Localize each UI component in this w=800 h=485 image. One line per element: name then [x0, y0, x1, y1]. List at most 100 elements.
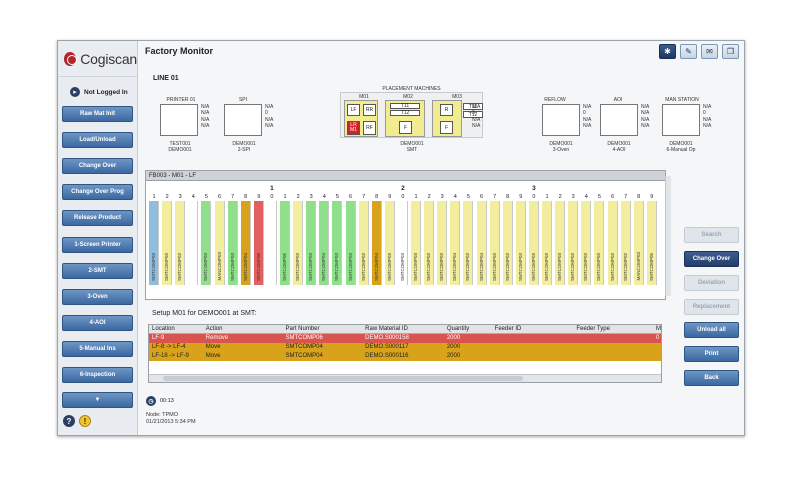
feeder-slot[interactable]: SMTCOMP03: [345, 201, 356, 285]
feeder-slot[interactable]: SMTCOMP03: [332, 201, 343, 285]
slot-number: 4: [322, 194, 326, 200]
feeder-slot[interactable]: SMTCOMP03: [568, 201, 579, 285]
feeder-slot[interactable]: SMTCOMP03: [411, 201, 421, 285]
feeder-slot[interactable]: SMTCOMP03: [175, 201, 186, 285]
col-location[interactable]: Location: [152, 326, 175, 332]
m03-machine[interactable]: R F: [432, 100, 462, 137]
feeder-slot[interactable]: [188, 201, 199, 285]
feeder-slot[interactable]: SMTCOMP04: [371, 201, 382, 285]
sidebar-item-release-product[interactable]: Release Product: [62, 210, 133, 227]
feeder-slot[interactable]: SMTCOMP02: [620, 201, 631, 285]
feeder-slot[interactable]: SMTCOMP04: [240, 201, 251, 285]
printer-box[interactable]: [160, 104, 198, 136]
m02-machine[interactable]: T11 T12 F: [385, 100, 425, 137]
feeder-slot[interactable]: SMTCOMP03: [463, 201, 474, 285]
feeder-slot[interactable]: SMTCOMP05: [646, 201, 657, 285]
col-mis[interactable]: Mis: [656, 326, 661, 332]
sidebar-scroll-down-button[interactable]: ▼: [62, 392, 133, 408]
col-action[interactable]: Action: [205, 326, 223, 332]
sidebar-item-6-inspection[interactable]: 6-Inspection: [62, 367, 133, 383]
mail-icon[interactable]: ✉: [701, 44, 718, 59]
col-feeder-type[interactable]: Feeder Type: [576, 326, 610, 332]
unload-all-button[interactable]: Unload all: [684, 322, 739, 338]
feeder-slot[interactable]: SMTCOMP03: [555, 201, 566, 285]
deviation-button[interactable]: Deviation: [684, 275, 739, 291]
print-button[interactable]: Print: [684, 346, 739, 362]
feeder-slot[interactable]: SMTCOMP03: [397, 201, 408, 285]
feeder-slot[interactable]: SMTCOMP03: [227, 201, 238, 285]
sidebar-item-load-unload[interactable]: Load/Unload: [62, 132, 133, 149]
feeder-slot[interactable]: SMTCOMP03: [201, 201, 212, 285]
feeder-slot[interactable]: SMTCOMP03: [149, 201, 159, 285]
run-icon[interactable]: ✱: [659, 44, 676, 59]
feeder-slot[interactable]: SMTCOMP03: [515, 201, 526, 285]
col-raw-material-id[interactable]: Raw Material ID: [365, 326, 408, 332]
feeder-slot[interactable]: SMTCOMP04: [476, 201, 487, 285]
m01-rf[interactable]: RF: [363, 121, 376, 135]
sidebar-item-3-oven[interactable]: 3-Oven: [62, 288, 133, 305]
feeder-slot[interactable]: SMTCOMP06: [253, 201, 264, 285]
sidebar-item-5-manual-ins[interactable]: 5-Manual Ins: [62, 340, 133, 357]
m01-rr[interactable]: RR: [363, 104, 376, 116]
help-icon[interactable]: ?: [63, 415, 75, 427]
spi-box[interactable]: [224, 104, 262, 136]
sidebar-item-2-smt[interactable]: 2-SMT: [62, 262, 133, 279]
feeder-scrollbar[interactable]: [665, 176, 671, 296]
m02-t11[interactable]: T11: [390, 103, 420, 109]
table-hscrollbar[interactable]: [149, 374, 661, 382]
feeder-slot[interactable]: MANCOMP03: [633, 201, 644, 285]
m01-lf[interactable]: LF: [347, 104, 360, 116]
col-feeder-id[interactable]: Feeder ID: [494, 326, 522, 332]
feeder-slot[interactable]: SMTCOMP03: [502, 201, 513, 285]
sidebar-item-1-screen-printer[interactable]: 1-Screen Printer: [62, 236, 133, 253]
feeder-slot[interactable]: SMTCOMP03: [293, 201, 304, 285]
sidebar-item-change-over[interactable]: Change Over: [62, 158, 133, 175]
feeder-slot[interactable]: SMTCOMP04: [319, 201, 330, 285]
search-button[interactable]: Search: [684, 227, 739, 243]
m03-t12[interactable]: T12: [463, 111, 483, 118]
feeder-slot[interactable]: SMTCOMP03: [384, 201, 395, 285]
back-button[interactable]: Back: [684, 370, 739, 386]
aoi-box[interactable]: [600, 104, 638, 136]
feeder-slot[interactable]: SMTCOMP03: [581, 201, 592, 285]
station-box[interactable]: [662, 104, 700, 136]
change-over-button[interactable]: Change Over: [684, 251, 739, 267]
feeder-part-label: SMTCOMP03: [504, 252, 510, 281]
login-status[interactable]: ▸ Not Logged In: [58, 81, 137, 103]
replacement-button[interactable]: Replacement: [684, 299, 739, 315]
feeder-slot[interactable]: SMTCOMP03: [424, 201, 435, 285]
window-icon[interactable]: ❐: [722, 44, 739, 59]
m03-t11[interactable]: T11: [463, 103, 483, 110]
printer-title: PRINTER 01: [166, 97, 196, 103]
col-quantity[interactable]: Quantity: [446, 326, 470, 332]
feeder-slot[interactable]: SMTCOMP03: [489, 201, 500, 285]
sidebar-item-change-over-prog[interactable]: Change Over Prog: [62, 184, 133, 201]
feeder-slot[interactable]: SMTCOMP03: [358, 201, 369, 285]
m03-f[interactable]: F: [440, 121, 453, 134]
m02-t12[interactable]: T12: [390, 110, 420, 116]
feeder-slot[interactable]: SMTCOMP03: [607, 201, 618, 285]
feeder-slot[interactable]: SMTCOMP03: [528, 201, 539, 285]
feeder-slot[interactable]: SMTCOMP03: [594, 201, 605, 285]
warning-icon[interactable]: !: [79, 415, 91, 427]
feeder-slot[interactable]: SMTCOMP03: [306, 201, 317, 285]
feeder-slot[interactable]: [266, 201, 277, 285]
feeder-slot[interactable]: SMTCOMP04: [450, 201, 461, 285]
col-part-number[interactable]: Part Number: [285, 326, 320, 332]
feeder-slot[interactable]: MANCOMP03: [214, 201, 225, 285]
feeder-slot[interactable]: SMTCOMP03: [162, 201, 173, 285]
sidebar-item-raw-mat-init[interactable]: Raw Mat Init: [62, 106, 133, 122]
reflow-box[interactable]: [542, 104, 580, 136]
m02-f[interactable]: F: [399, 121, 412, 134]
feeder-slot[interactable]: SMTCOMP03: [542, 201, 552, 285]
edit-icon[interactable]: ✎: [680, 44, 697, 59]
feeder-slot[interactable]: SMTCOMP05: [280, 201, 290, 285]
m03-r[interactable]: R: [440, 104, 453, 116]
sidebar-item-4-aoi[interactable]: 4-AOI: [62, 314, 133, 331]
feeder-slot[interactable]: SMTCOMP03: [437, 201, 448, 285]
